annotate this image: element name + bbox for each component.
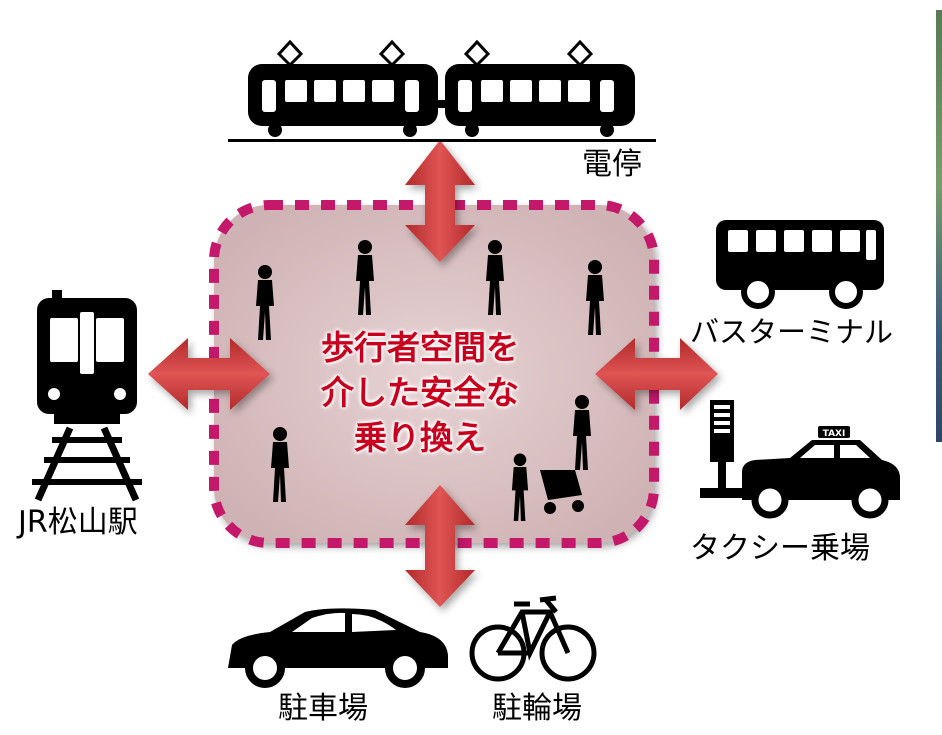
center-line-3: 乗り換え — [354, 418, 486, 457]
taxi-roof-sign: TAXI — [823, 429, 846, 439]
bus-icon — [716, 220, 884, 309]
center-line-2: 介した安全な — [321, 373, 519, 412]
center-message: 歩行者空間を 介した安全な 乗り換え — [255, 325, 585, 460]
bicycle-icon — [469, 595, 597, 682]
arrow-right — [595, 338, 718, 410]
label-parking: 駐車場 — [278, 691, 368, 726]
photo-edge — [936, 10, 942, 442]
arrow-top — [405, 140, 475, 262]
arrow-left — [148, 338, 270, 410]
jr-train-icon — [32, 290, 142, 502]
arrow-bottom — [405, 485, 475, 607]
label-jr-station: JR松山駅 — [18, 505, 138, 540]
pedestrian-silhouettes — [256, 240, 604, 521]
stroller-icon — [540, 470, 584, 514]
taxi-icon: TAXI — [742, 426, 900, 519]
taxi-stand-sign-icon — [700, 400, 744, 498]
label-taxi-stand: タクシー乗場 — [690, 531, 870, 566]
label-tram-stop: 電停 — [582, 147, 642, 182]
center-line-1: 歩行者空間を — [321, 328, 519, 367]
label-bus-terminal: バスターミナル — [690, 315, 894, 349]
tram-icon — [228, 39, 656, 142]
car-icon — [228, 608, 448, 688]
label-bicycle-parking: 駐輪場 — [492, 691, 582, 726]
